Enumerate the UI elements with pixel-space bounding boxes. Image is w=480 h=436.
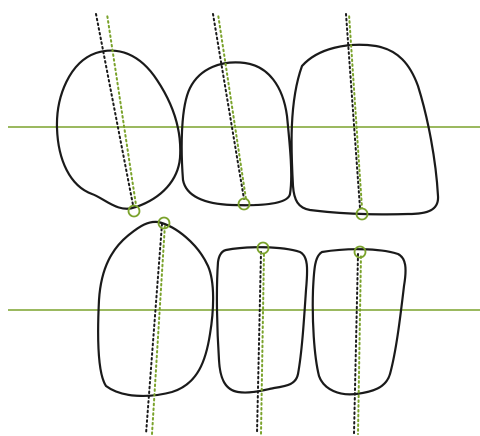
lower-right-tooth: [313, 247, 406, 435]
upper-right-tooth-outline: [292, 45, 439, 215]
lower-middle-tooth-axis-black: [257, 252, 261, 434]
lower-middle-tooth-axis-green: [261, 252, 264, 434]
lower-left-tooth: [98, 218, 213, 435]
upper-right-tooth-axis-black: [346, 14, 360, 208]
upper-middle-tooth-outline: [182, 62, 292, 205]
upper-left-tooth-outline: [57, 51, 180, 209]
upper-right-tooth-axis-green: [349, 14, 362, 208]
upper-left-tooth: [57, 14, 180, 217]
upper-right-tooth: [292, 14, 439, 220]
lower-left-tooth-axis-black: [146, 224, 162, 434]
upper-left-tooth-axis-black: [96, 14, 133, 205]
lower-right-tooth-axis-green: [358, 254, 361, 434]
upper-middle-tooth-axis-black: [213, 14, 244, 199]
upper-left-tooth-axis-green: [107, 14, 136, 205]
upper-middle-tooth-axis-green: [218, 14, 246, 199]
upper-middle-tooth-marker: [239, 199, 250, 210]
lower-middle-tooth: [217, 243, 307, 435]
lower-right-tooth-axis-black: [354, 254, 358, 434]
upper-middle-tooth: [182, 14, 292, 210]
